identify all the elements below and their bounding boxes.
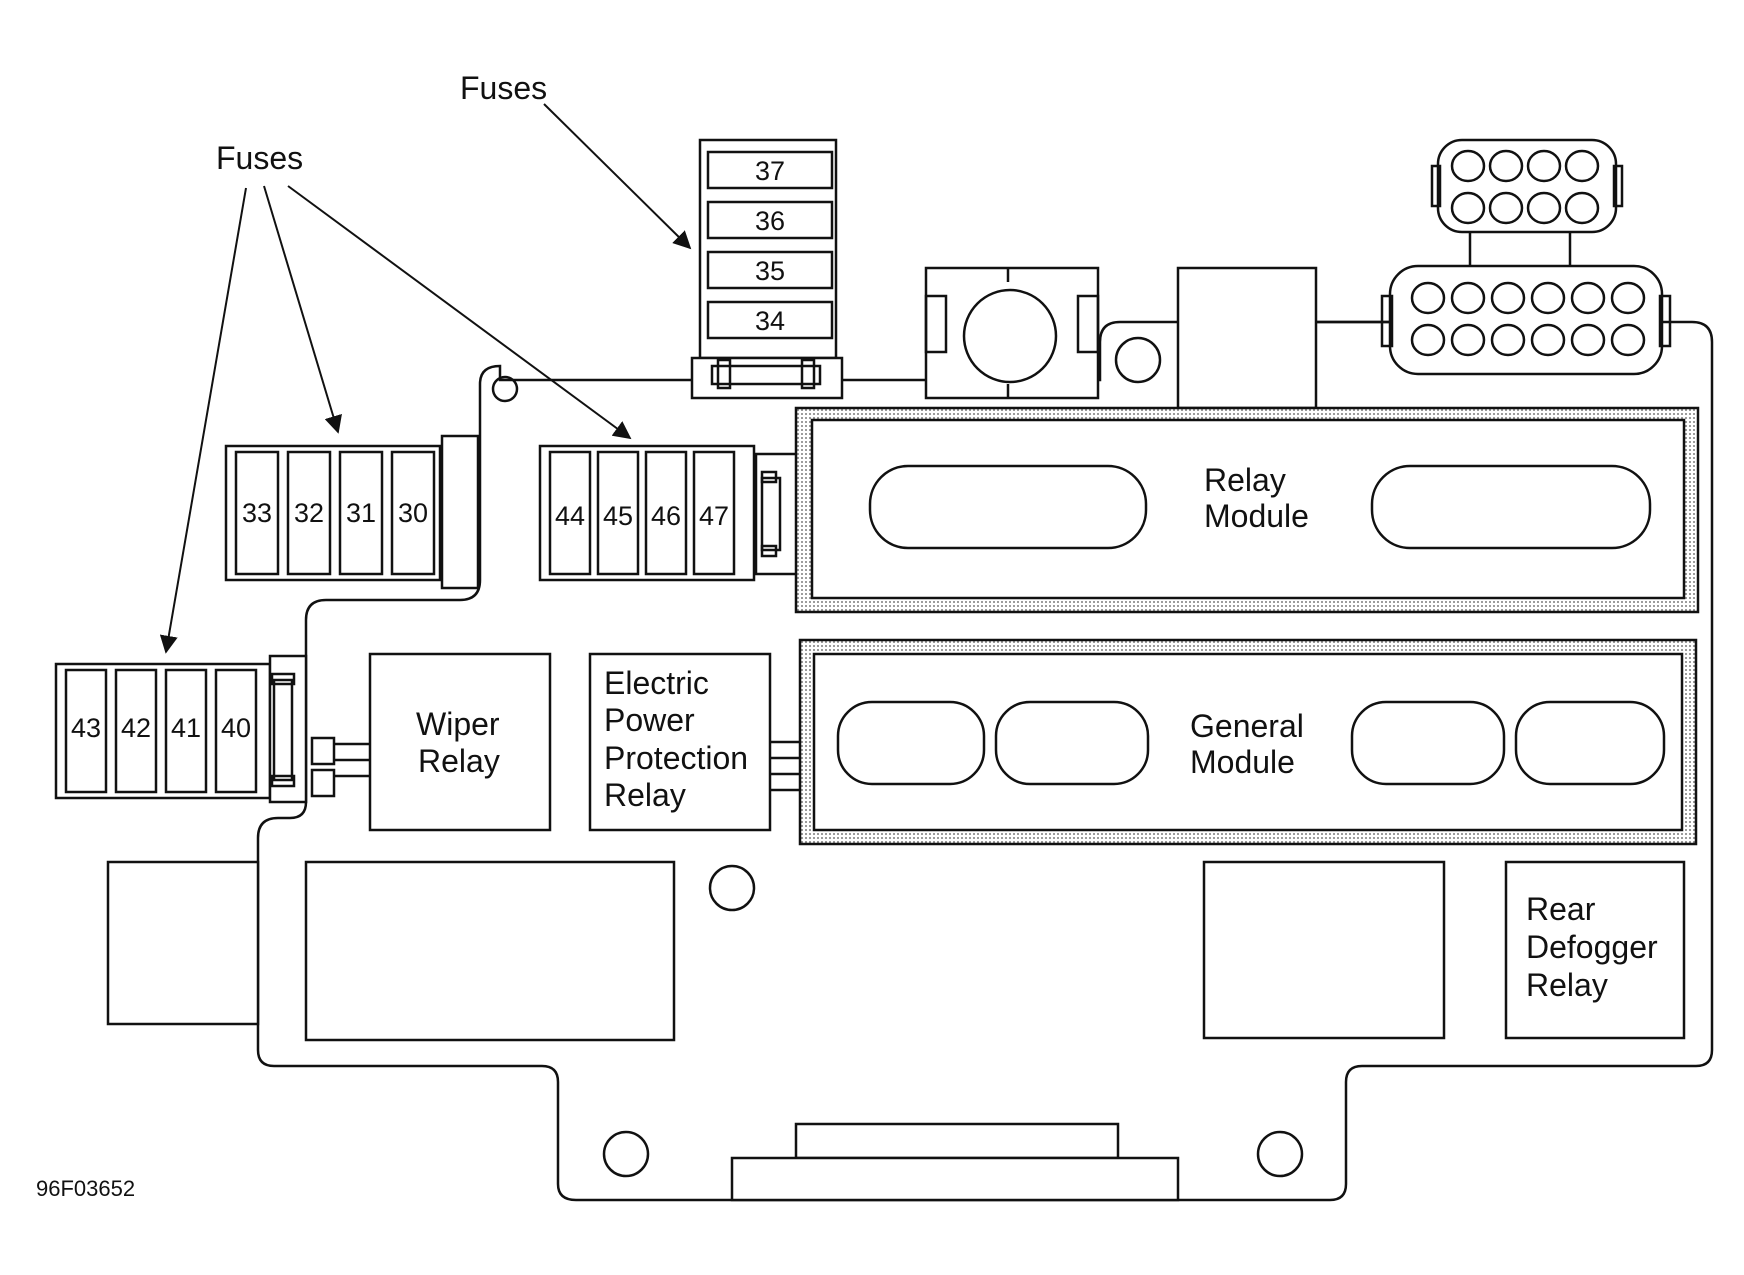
- fuse-number: 30: [398, 498, 428, 528]
- fuse: 41: [164, 668, 208, 794]
- figure-code: 96F03652: [36, 1176, 135, 1201]
- fuses-callout-left: Fuses: [216, 140, 303, 176]
- fuse-box-housing: [256, 320, 1714, 1202]
- fuse: 46: [644, 450, 688, 576]
- general-module-label-line: Module: [1190, 744, 1295, 780]
- connector-pin: [1610, 323, 1646, 357]
- wiper-relay-label-line: Wiper: [416, 706, 500, 742]
- connector-pin: [1530, 323, 1566, 357]
- callout-arrow: [287, 185, 632, 440]
- connector-pin: [1450, 191, 1486, 225]
- general-module-label: General Module: [1190, 708, 1304, 780]
- fuse-number: 42: [121, 713, 151, 743]
- fuse-number: 45: [603, 501, 633, 531]
- connector-pin: [1488, 191, 1524, 225]
- fuse: 40: [214, 668, 258, 794]
- fuse: 32: [286, 450, 332, 576]
- fuse-number: 31: [346, 498, 376, 528]
- connector-pin: [1410, 281, 1446, 315]
- connector-pin: [1570, 323, 1606, 357]
- mounting-hole: [1114, 336, 1162, 384]
- rear-defogger-label-line: Defogger: [1526, 929, 1658, 965]
- mounting-hole: [491, 375, 519, 403]
- connector-pin: [1488, 149, 1524, 183]
- callout-arrow: [159, 187, 247, 654]
- fuse: 42: [114, 668, 158, 794]
- round-connector: [924, 266, 1100, 400]
- fuse-number: 46: [651, 501, 681, 531]
- fuse: 44: [548, 450, 592, 576]
- epp-relay-label-line: Protection: [604, 740, 748, 776]
- connector-pin: [1450, 323, 1486, 357]
- fuse-number: 33: [242, 498, 272, 528]
- fuse: 43: [64, 668, 108, 794]
- electric-power-protection-relay: [588, 652, 800, 832]
- square-connector: [1176, 266, 1318, 410]
- connector-pin: [1490, 281, 1526, 315]
- rear-defogger-relay: [1504, 860, 1686, 1040]
- connector-pin: [1450, 149, 1486, 183]
- multi-pin-connector-small: [1430, 138, 1624, 234]
- wiper-relay-label: Wiper Relay: [416, 706, 500, 779]
- fuses-callout-top: Fuses: [460, 70, 547, 106]
- epp-relay-label-line: Power: [604, 702, 695, 738]
- connector-pin: [1450, 281, 1486, 315]
- side-connector: [106, 860, 260, 1026]
- fuse-number: 36: [755, 206, 785, 236]
- connector-pin: [1610, 281, 1646, 315]
- rear-defogger-label-line: Relay: [1526, 967, 1608, 1003]
- fuse-number: 41: [171, 713, 201, 743]
- empty-relay-slot-left: [304, 860, 676, 1042]
- fuse: 30: [390, 450, 436, 576]
- fuse-number: 44: [555, 501, 585, 531]
- connector-pin: [1564, 149, 1600, 183]
- callout-arrow: [543, 103, 692, 250]
- epp-relay-label-line: Electric: [604, 665, 709, 701]
- relay-module-label-line: Relay: [1204, 462, 1286, 498]
- fuse-number: 32: [294, 498, 324, 528]
- mounting-hole: [1256, 1130, 1304, 1178]
- relay-module: [794, 406, 1700, 614]
- rear-defogger-relay-label: Rear Defogger Relay: [1526, 891, 1658, 1003]
- mounting-hole: [602, 1130, 650, 1178]
- connector-pin: [1526, 149, 1562, 183]
- fuse-number: 34: [755, 306, 785, 336]
- connector-pin: [1410, 323, 1446, 357]
- epp-relay-label: Electric Power Protection Relay: [604, 665, 748, 813]
- fuse-number: 47: [699, 501, 729, 531]
- fuse-number: 43: [71, 713, 101, 743]
- connector-pin: [1490, 323, 1526, 357]
- fuse: 36: [706, 200, 834, 240]
- connector-pin: [1570, 281, 1606, 315]
- fuse-number: 37: [755, 156, 785, 186]
- fuse: 37: [706, 150, 834, 190]
- fuse-number: 40: [221, 713, 251, 743]
- mounting-hole: [708, 864, 756, 912]
- fuse: 33: [234, 450, 280, 576]
- fuse-number: 35: [755, 256, 785, 286]
- fuse: 45: [596, 450, 640, 576]
- callout-arrow: [263, 185, 342, 434]
- rear-defogger-label-line: Rear: [1526, 891, 1596, 927]
- relay-module-label: Relay Module: [1204, 462, 1309, 534]
- relay-module-label-line: Module: [1204, 498, 1309, 534]
- fuse: 47: [692, 450, 736, 576]
- connector-pin: [1564, 191, 1600, 225]
- connector-pin: [1526, 191, 1562, 225]
- wiper-relay: [310, 652, 552, 832]
- general-module-label-line: General: [1190, 708, 1304, 744]
- fuse: 34: [706, 300, 834, 340]
- empty-relay-slot-right: [1202, 860, 1446, 1040]
- epp-relay-label-line: Relay: [604, 777, 686, 813]
- fuse: 31: [338, 450, 384, 576]
- bottom-connector: [730, 1122, 1180, 1202]
- multi-pin-connector-large: [1380, 264, 1672, 376]
- fuse: 35: [706, 250, 834, 290]
- connector-pin: [1530, 281, 1566, 315]
- general-module: [798, 638, 1698, 846]
- wiper-relay-label-line: Relay: [418, 743, 500, 779]
